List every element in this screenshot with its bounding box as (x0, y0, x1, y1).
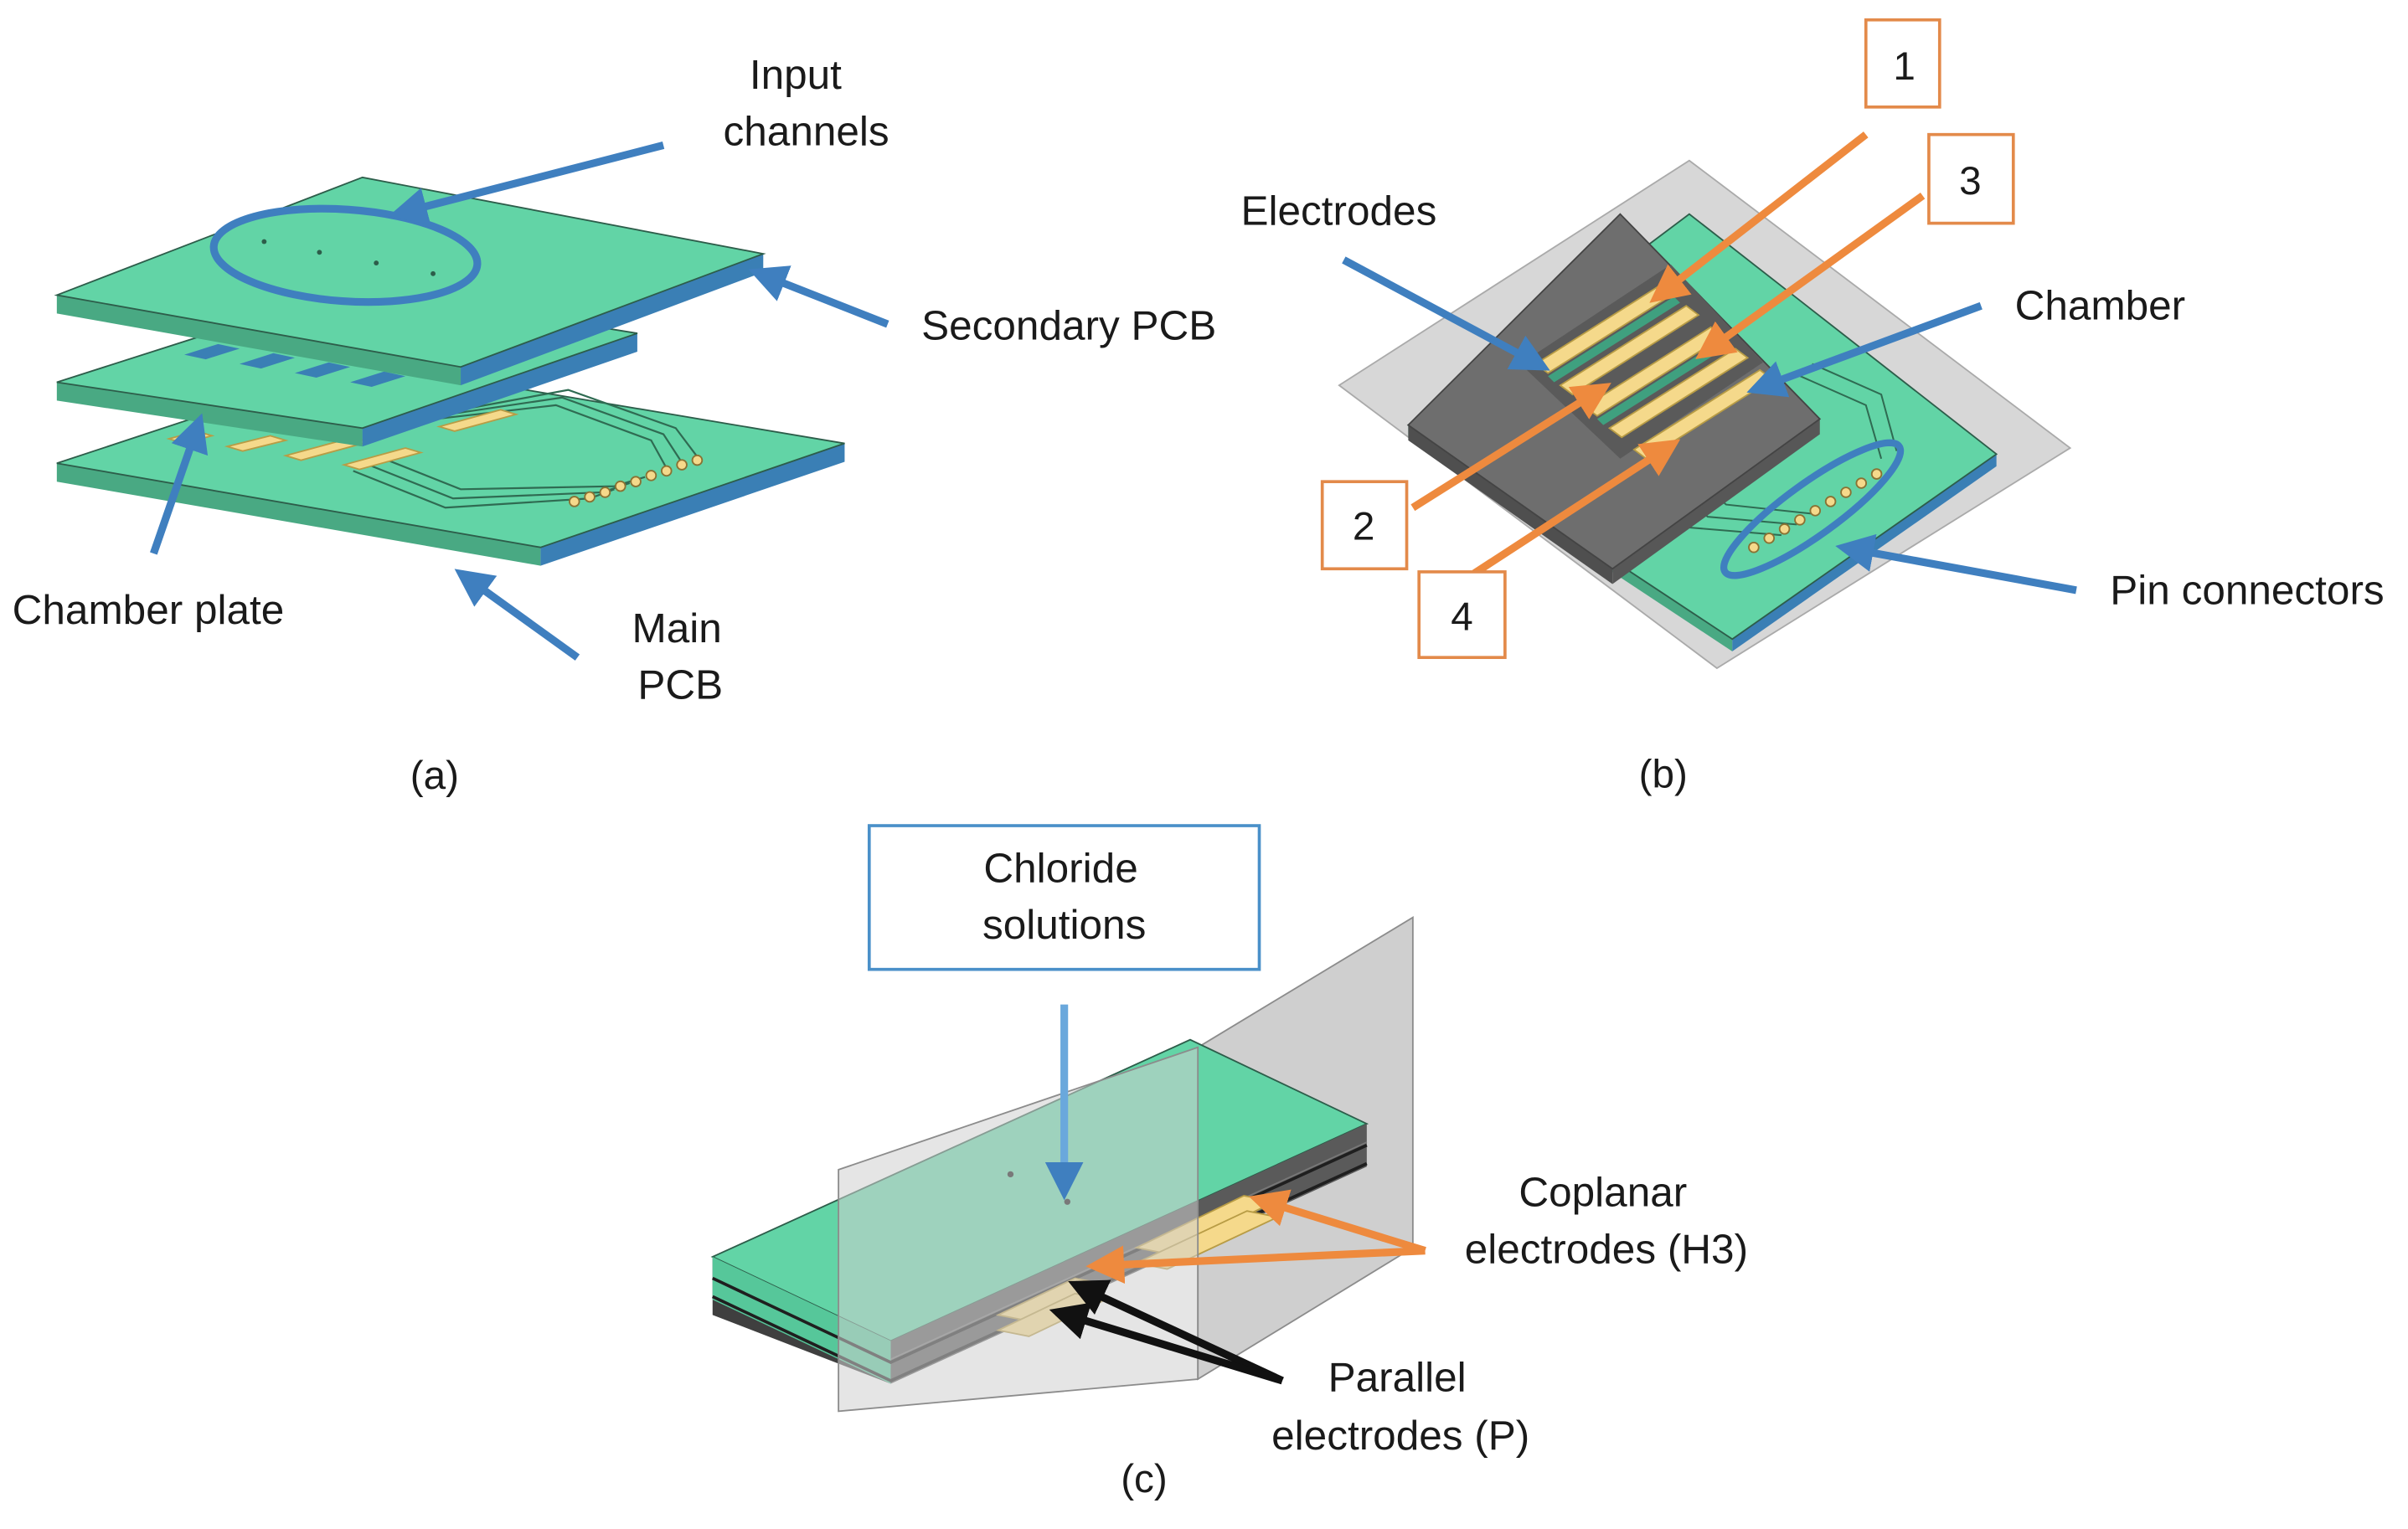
chamber-arrow (1746, 301, 1983, 398)
svg-text:1: 1 (1893, 44, 1916, 89)
secondary-pcb-arrow (748, 265, 889, 328)
input-channels-ellipse (209, 204, 482, 306)
panel-b: 1 3 2 4 Electrodes Chamber Pin connector… (1241, 18, 2385, 796)
chamber-plate-arrow (150, 413, 209, 555)
label-chamber: Chamber (2015, 283, 2186, 329)
number-box-4: 4 (1417, 570, 1507, 660)
svg-text:3: 3 (1959, 159, 1982, 203)
svg-text:2: 2 (1353, 505, 1375, 549)
parallel-arrow-1 (1068, 1279, 1284, 1385)
electrode-strips (1534, 283, 1774, 460)
svg-text:4: 4 (1451, 595, 1473, 639)
panel-c: Chloride solutions Coplanar electrodes (… (710, 824, 1748, 1501)
label-coplanar-electrodes: Coplanar electrodes (H3) (1465, 1170, 1748, 1272)
parallel-arrow-2 (1049, 1302, 1284, 1385)
arrow-4 (1472, 439, 1681, 577)
number-box-1: 1 (1864, 18, 1941, 109)
number-box-3: 3 (1927, 132, 2015, 225)
chloride-box (867, 824, 1261, 971)
label-pin-connectors: Pin connectors (2110, 567, 2384, 613)
label-chamber-plate: Chamber plate (13, 587, 285, 633)
glass-plane-front (838, 1046, 1199, 1413)
coplanar-arrow-2 (1085, 1245, 1426, 1284)
coplanar-arrow-1 (1249, 1189, 1426, 1255)
pin-connectors-ellipse (1720, 439, 1905, 579)
arrow-2 (1410, 383, 1611, 512)
arrow-1 (1649, 131, 1869, 303)
label-input-channels: Input channels (724, 20, 889, 154)
arrow-3 (1695, 193, 1926, 359)
input-channels-arrow (389, 142, 665, 225)
main-pcb-arrow (454, 569, 580, 661)
label-secondary-pcb: Secondary PCB (921, 302, 1216, 348)
caption-a: (a) (410, 754, 459, 798)
pin-connectors-b (1748, 468, 1883, 553)
label-main-pcb: Main PCB (632, 605, 729, 708)
number-box-2: 2 (1320, 480, 1409, 571)
caption-c: (c) (1121, 1457, 1168, 1501)
label-parallel-electrodes: Parallel electrodes (P) (1271, 1355, 1529, 1459)
pin-connectors-arrow (1835, 533, 2077, 595)
electrodes-arrow (1342, 256, 1550, 371)
caption-b: (b) (1639, 752, 1688, 796)
label-chloride-solutions: Chloride solutions (982, 846, 1146, 948)
panel-a: Input channels Secondary PCB Chamber pla… (13, 20, 1217, 798)
label-electrodes: Electrodes (1241, 188, 1437, 234)
secondary-pcb-board (54, 176, 766, 386)
